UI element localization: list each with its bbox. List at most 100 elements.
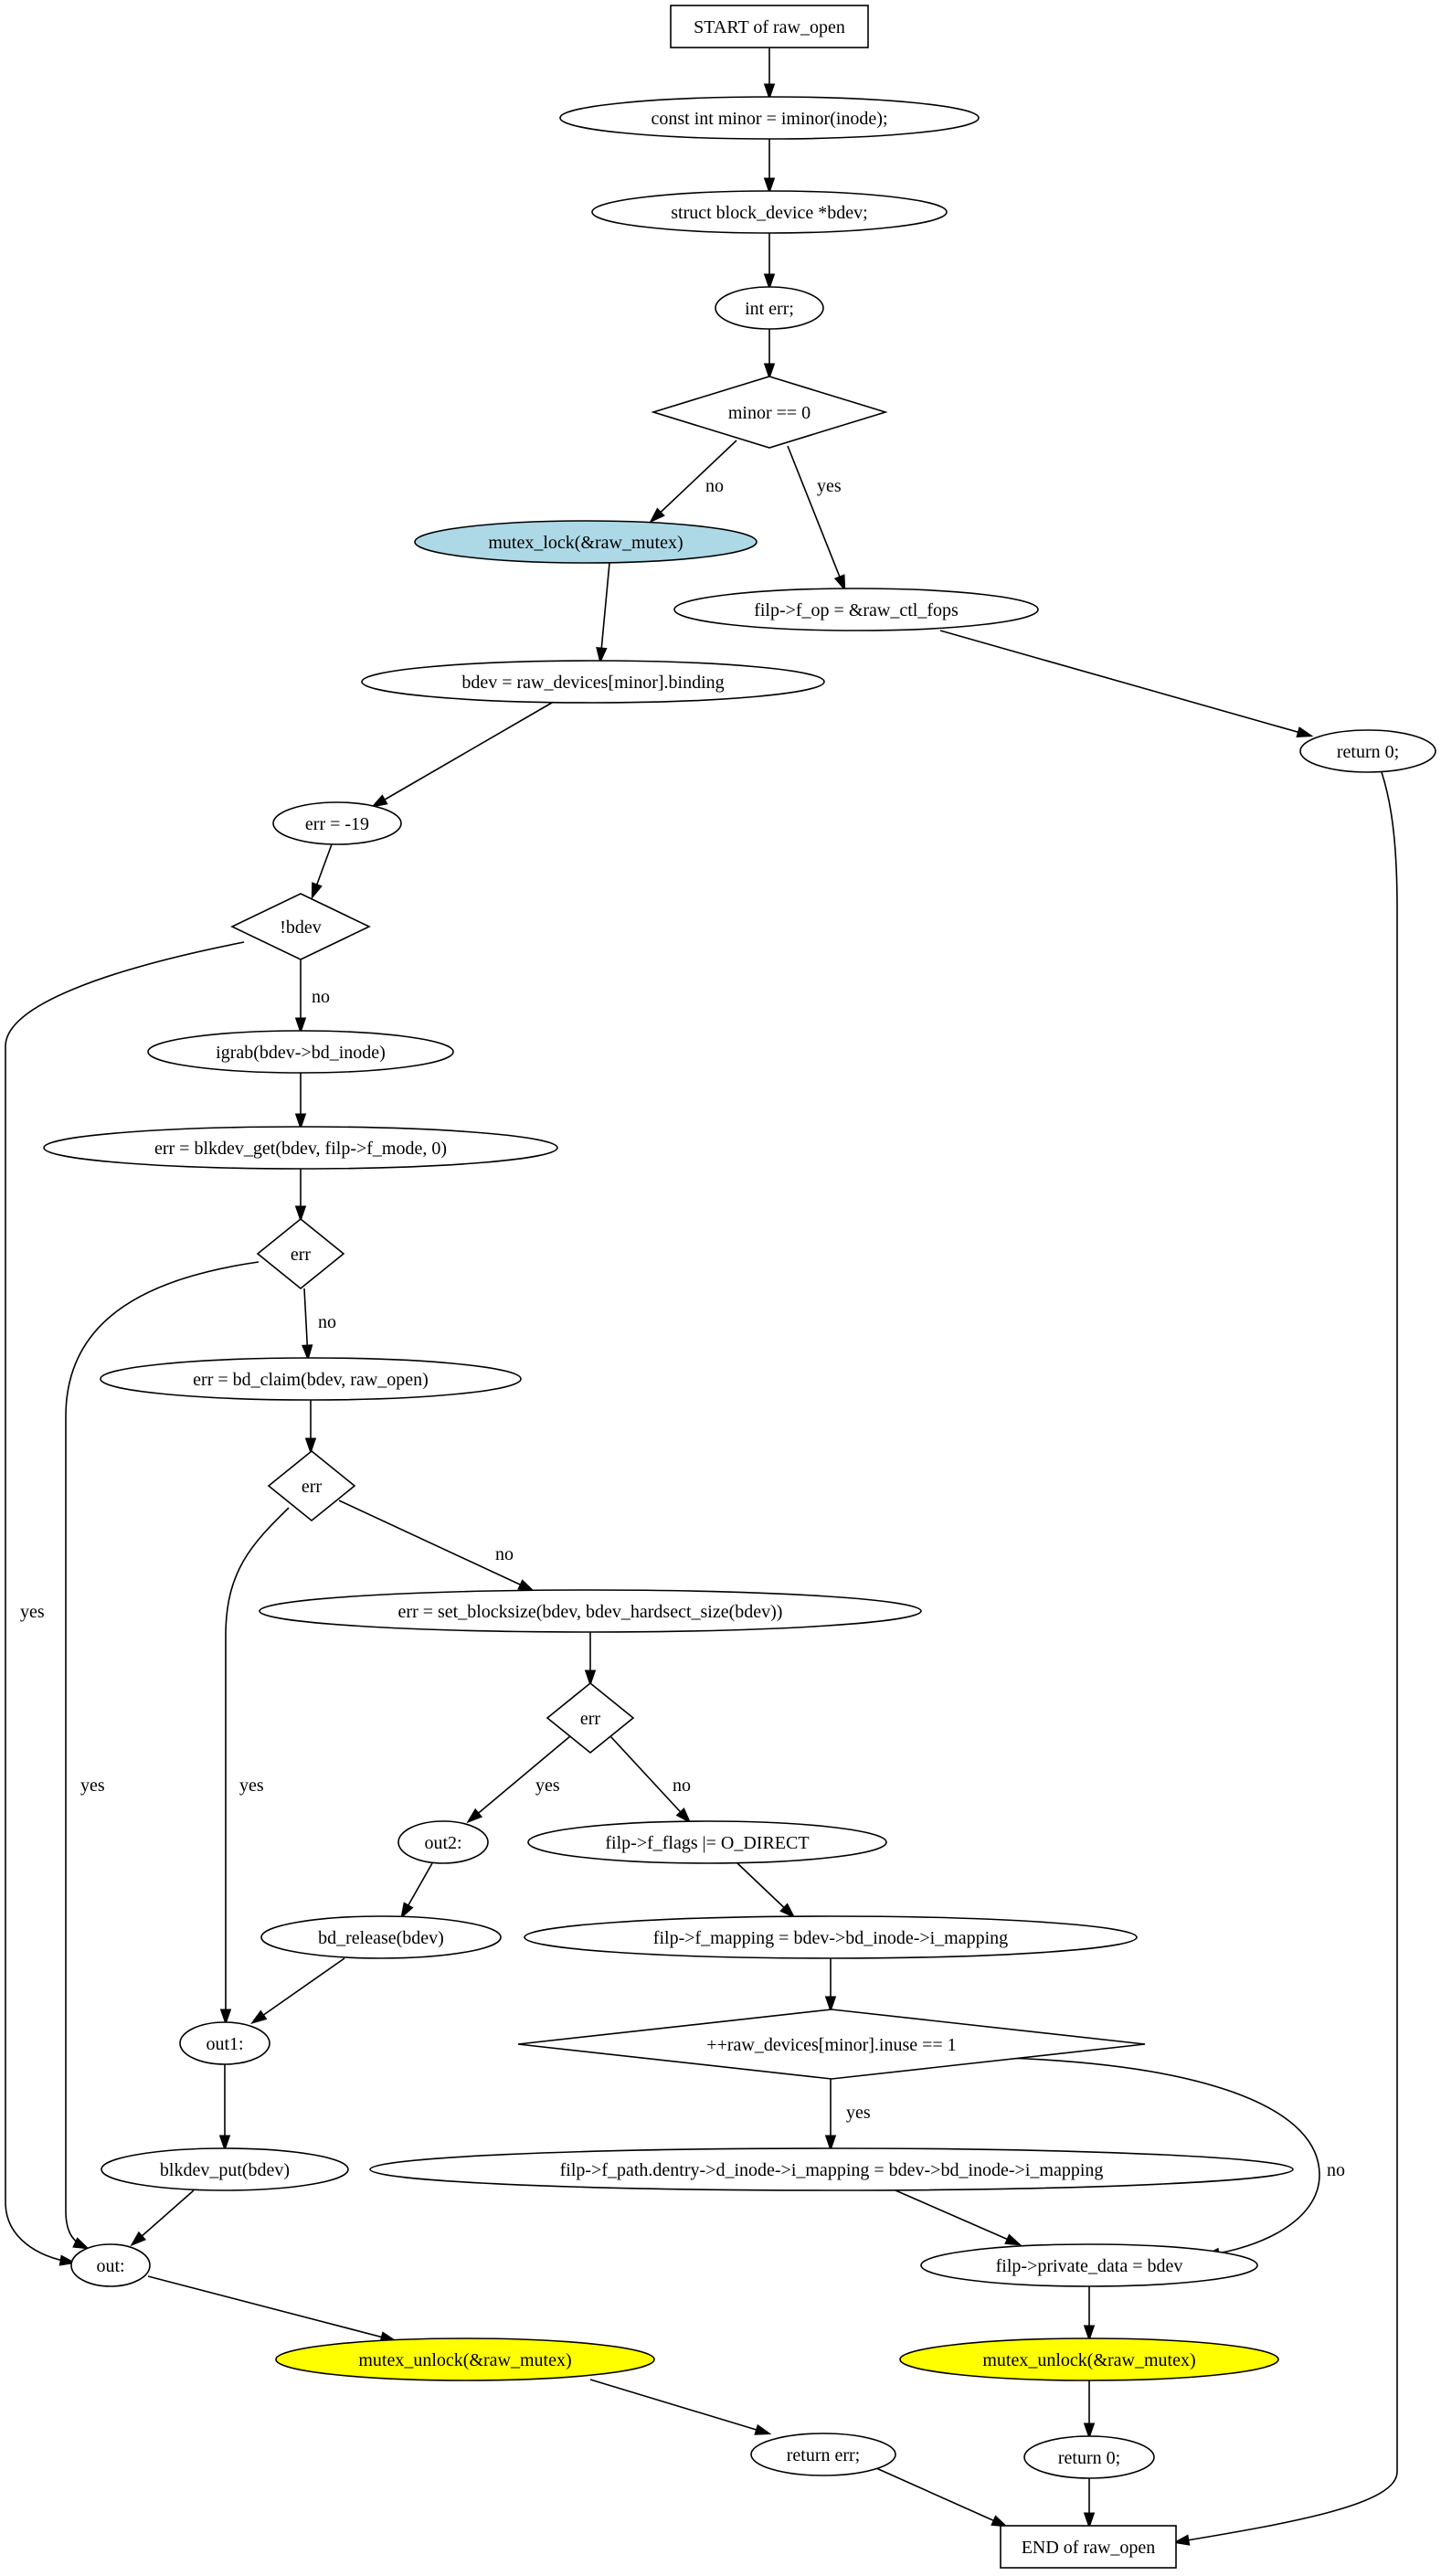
arrowhead <box>72 2237 90 2250</box>
node-label: out2: <box>424 1833 461 1853</box>
node-label: err <box>291 1245 312 1265</box>
node-label: err = -19 <box>305 814 369 834</box>
node-label: err = blkdev_get(bdev, filp->f_mode, 0) <box>154 1139 447 1159</box>
edge-label-yes: yes <box>239 1776 264 1796</box>
edge-label-no: no <box>1327 2160 1345 2180</box>
edge-n1-to-n2 <box>763 139 776 195</box>
statement-ellipse <box>179 2021 270 2065</box>
arrowhead <box>218 2135 231 2152</box>
arrowhead <box>466 1807 483 1824</box>
decision-diamond <box>267 1449 356 1522</box>
edge-dentry-to-priv <box>895 2189 1022 2246</box>
edge-n2-to-n3 <box>763 233 776 291</box>
node-label: int err; <box>745 299 794 319</box>
arrowhead <box>991 2515 1009 2528</box>
edge-unlock2-to-ret0b <box>1083 2380 1096 2440</box>
node-derr2: err <box>267 1449 356 1522</box>
edge-derr1-to-out <box>65 1261 260 2250</box>
node-igrab: igrab(bdev->bd_inode) <box>147 1030 454 1074</box>
statement-ellipse <box>1299 729 1436 773</box>
edge-flags-to-mapping <box>736 1862 796 1919</box>
edge-fop-to-ret0a <box>939 630 1314 738</box>
decision-diamond <box>546 1681 635 1754</box>
statement-ellipse <box>275 2337 655 2381</box>
edge-out2-to-release <box>400 1862 433 1920</box>
node-mapping: filp->f_mapping = bdev->bd_inode->i_mapp… <box>524 1915 1138 1959</box>
arrowhead <box>779 1903 796 1919</box>
arrowhead <box>584 1670 597 1687</box>
decision-diamond <box>230 893 371 960</box>
edge-line <box>5 941 245 2263</box>
statement-ellipse <box>101 2147 349 2191</box>
edge-e19-to-dbdev <box>311 843 333 900</box>
node-dentry: filp->f_path.dentry->d_inode->i_mapping … <box>369 2147 1294 2191</box>
node-out: out: <box>70 2243 151 2287</box>
edge-dinuse-to-dentry <box>824 2079 837 2152</box>
arrowhead <box>1296 726 1314 738</box>
statement-ellipse <box>100 1357 522 1401</box>
node-label: blkdev_put(bdev) <box>160 2160 290 2180</box>
edge-label-yes: yes <box>80 1776 105 1796</box>
node-label: return err; <box>787 2445 861 2465</box>
node-n1: const int minor = iminor(inode); <box>559 96 980 140</box>
edge-line <box>599 562 610 662</box>
arrowhead <box>1083 2512 1096 2529</box>
node-fop: filp->f_op = &raw_ctl_fops <box>673 588 1039 631</box>
node-label: START of raw_open <box>694 17 845 37</box>
edge-label-no: no <box>673 1776 691 1796</box>
node-label: return 0; <box>1337 742 1399 762</box>
edge-derr1-to-claim <box>302 1288 313 1362</box>
arrowhead <box>294 1205 307 1223</box>
node-dbdev: !bdev <box>230 893 371 960</box>
edge-label-yes: yes <box>535 1776 560 1796</box>
edge-derr3-to-flags <box>609 1735 692 1824</box>
node-label: err <box>302 1477 323 1497</box>
statement-ellipse <box>559 96 980 140</box>
arrowhead <box>302 1344 313 1362</box>
arrowhead <box>763 363 776 380</box>
arrowhead <box>294 1113 307 1130</box>
edge-d1-to-lock <box>649 440 737 524</box>
edge-line <box>468 1735 571 1822</box>
arrowhead <box>1083 2325 1096 2342</box>
arrowhead <box>675 1807 692 1824</box>
edge-label-yes: yes <box>846 2103 871 2123</box>
statement-ellipse <box>527 1820 887 1864</box>
statement-ellipse <box>715 286 824 330</box>
arrowhead <box>1083 2422 1096 2440</box>
edge-out1-to-blkput <box>218 2064 231 2152</box>
statement-ellipse <box>43 1126 558 1170</box>
edge-igrab-to-blkget <box>294 1073 307 1130</box>
arrowhead <box>1004 2233 1022 2246</box>
node-bind: bdev = raw_devices[minor].binding <box>361 660 825 704</box>
edge-bind-to-e19 <box>370 702 553 808</box>
statement-ellipse <box>369 2147 1294 2191</box>
arrowhead <box>649 507 665 524</box>
box-shape <box>670 5 869 48</box>
arrowhead <box>763 83 776 101</box>
node-dinuse: ++raw_devices[minor].inuse == 1 <box>517 2009 1146 2080</box>
statement-ellipse <box>750 2433 896 2476</box>
node-label: filp->private_data = bdev <box>996 2256 1183 2276</box>
node-label: bdev = raw_devices[minor].binding <box>461 673 724 693</box>
node-label: filp->f_flags |= O_DIRECT <box>605 1833 809 1853</box>
node-n3: int err; <box>715 286 824 330</box>
edge-line <box>1004 2057 1320 2256</box>
statement-ellipse <box>1023 2435 1155 2479</box>
edge-line <box>65 1261 260 2249</box>
edge-release-to-out1 <box>250 1957 345 2025</box>
node-ret0a: return 0; <box>1299 729 1436 773</box>
edge-line <box>895 2189 1020 2245</box>
statement-ellipse <box>524 1915 1138 1959</box>
arrowhead <box>824 1996 837 2013</box>
edge-line <box>338 1500 533 1591</box>
edge-derr2-to-out1 <box>219 1507 290 2026</box>
edge-label-yes: yes <box>817 476 842 496</box>
arrowhead <box>400 1902 414 1920</box>
edge-line <box>132 2189 195 2245</box>
edge-line <box>589 2379 769 2434</box>
edge-ret0a-to-end <box>1172 771 1398 2546</box>
edge-line <box>875 2467 1006 2527</box>
arrowhead <box>250 2009 268 2025</box>
